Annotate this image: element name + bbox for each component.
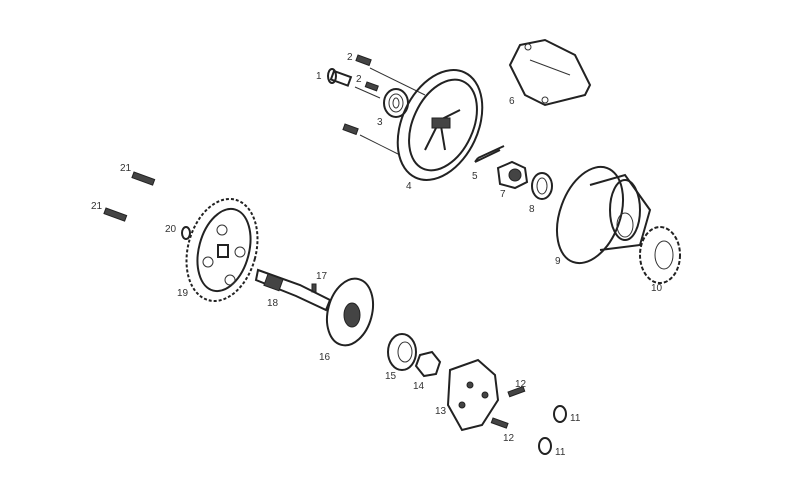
label-13: 13 [435, 406, 447, 417]
part-6-gasket [508, 38, 592, 107]
label-14: 14 [413, 381, 425, 392]
label-1: 1 [316, 71, 322, 82]
label-12: 12 [503, 433, 515, 444]
part-5-clip [474, 145, 505, 163]
label-11: 11 [555, 447, 566, 458]
part-9-hub [556, 165, 652, 265]
label-21: 21 [91, 201, 103, 212]
label-17: 17 [316, 271, 328, 282]
label-9: 9 [555, 256, 561, 267]
part-21-bolt [103, 207, 128, 222]
label-6: 6 [509, 96, 515, 107]
label-2: 2 [347, 52, 353, 63]
label-3: 3 [377, 117, 383, 128]
part-8-washer [531, 172, 553, 200]
part-19-sprocket [185, 198, 259, 302]
part-16-pump-body [325, 277, 375, 347]
part-1-bolt [327, 68, 353, 87]
label-18: 18 [267, 298, 279, 309]
part-21-bolt [131, 171, 156, 186]
label-11: 11 [570, 413, 581, 424]
part-4-starter-cup [396, 69, 484, 181]
part-10-gear [639, 226, 681, 284]
part-13-cover [446, 358, 500, 432]
part-7-nut [496, 160, 529, 190]
label-8: 8 [529, 204, 535, 215]
part-2-screws [342, 54, 379, 136]
part-12-screw [490, 417, 509, 429]
label-12: 12 [515, 379, 527, 390]
label-19: 19 [177, 288, 189, 299]
part-11-washer [538, 437, 552, 455]
label-7: 7 [500, 189, 506, 200]
part-14-rotor [414, 350, 442, 378]
label-20: 20 [165, 224, 177, 235]
label-5: 5 [472, 171, 478, 182]
label-21: 21 [120, 163, 132, 174]
label-16: 16 [319, 352, 331, 363]
label-10: 10 [651, 283, 663, 294]
label-15: 15 [385, 371, 397, 382]
part-15-rotor [387, 333, 417, 371]
part-12-screw [507, 385, 526, 398]
part-18-shaft [254, 268, 332, 312]
part-labels: 1 2 2 3 4 5 6 7 8 9 10 11 11 12 12 13 14… [91, 52, 663, 458]
leader-lines [354, 59, 571, 156]
label-2: 2 [356, 74, 362, 85]
part-20-ring [181, 226, 191, 240]
part-11-washer [553, 405, 567, 423]
label-4: 4 [406, 181, 412, 192]
